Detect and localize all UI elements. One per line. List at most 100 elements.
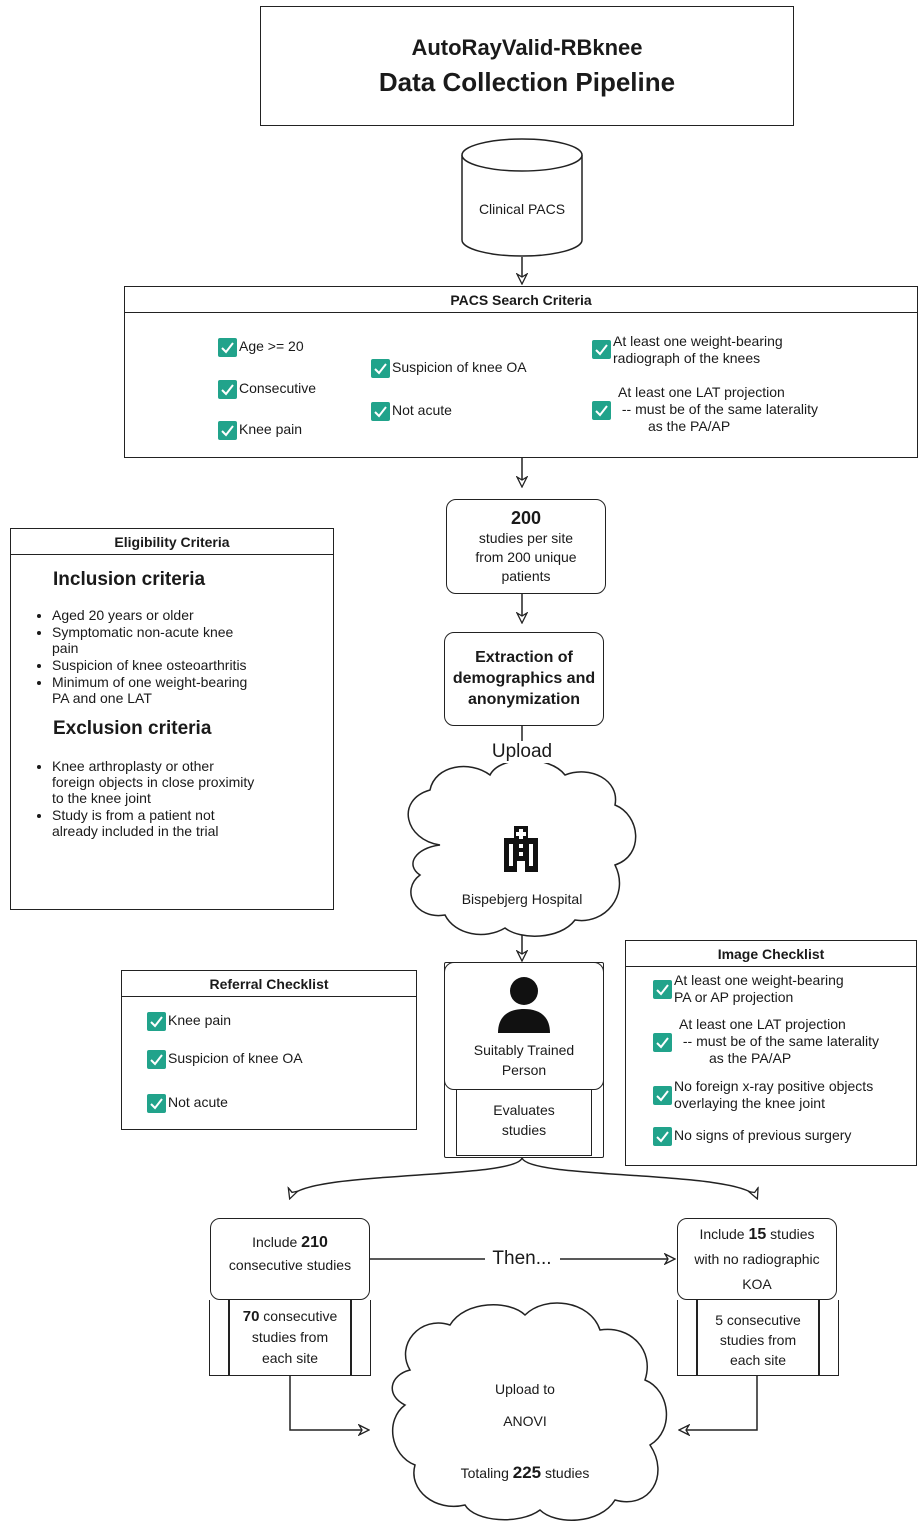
referral-item-not-acute: Not acute — [147, 1094, 228, 1113]
left-subprocess-side-right — [351, 1300, 371, 1376]
eligibility-criteria-panel: Eligibility Criteria Inclusion criteria … — [10, 528, 334, 910]
criteria-text: -- must be of the same laterality — [618, 401, 818, 417]
checkbox-checked-icon — [147, 1012, 166, 1031]
arrow-left-to-anovi — [289, 1376, 368, 1430]
extraction-line: demographics and — [452, 670, 596, 687]
criteria-text: as the PA/AP — [648, 418, 731, 434]
include-count: 210 — [301, 1234, 328, 1251]
right-subprocess-box: 5 consecutive studies from each site — [697, 1300, 819, 1376]
then-label: Then... — [492, 1248, 552, 1269]
criteria-text: Age >= 20 — [239, 338, 304, 354]
list-item: Aged 20 years or older — [52, 607, 333, 623]
image-text: At least one LAT projection — [679, 1016, 846, 1032]
checkbox-checked-icon — [653, 1033, 672, 1052]
person-label: Person — [501, 1062, 547, 1078]
exclusion-title: Exclusion criteria — [53, 718, 212, 739]
criteria-text: Suspicion of knee OA — [392, 359, 527, 375]
arrow-right-to-anovi — [680, 1376, 758, 1430]
referral-checklist-header: Referral Checklist — [122, 971, 416, 997]
criteria-item-not-acute: Not acute — [371, 402, 452, 421]
inclusion-list: Aged 20 years or older Symptomatic non-a… — [33, 607, 333, 706]
checkbox-checked-icon — [371, 402, 390, 421]
criteria-text: Knee pain — [239, 421, 303, 437]
anovi-total-text: Totaling — [460, 1465, 513, 1481]
referral-item-knee-pain: Knee pain — [147, 1012, 231, 1031]
include-210-box: Include 210 consecutive studies — [210, 1218, 370, 1300]
image-checklist-panel: Image Checklist — [625, 940, 917, 1166]
image-text: -- must be of the same laterality — [679, 1033, 879, 1049]
criteria-text: Not acute — [392, 402, 452, 418]
criteria-text: At least one LAT projection — [618, 384, 785, 400]
referral-text: Knee pain — [168, 1012, 232, 1028]
referral-item-suspicion-oa: Suspicion of knee OA — [147, 1050, 303, 1069]
arrow-person-to-left — [290, 1157, 523, 1198]
image-text: At least one weight-bearing — [674, 972, 844, 988]
checkbox-checked-icon — [653, 1127, 672, 1146]
checkbox-checked-icon — [218, 380, 237, 399]
include-15-box: Include 15 studies with no radiographic … — [677, 1218, 837, 1300]
anovi-cloud-text: Upload to ANOVI Totaling 225 studies — [440, 1373, 610, 1489]
evaluates-studies-box: Evaluates studies — [456, 1090, 592, 1156]
person-box: Suitably Trained Person — [444, 962, 604, 1090]
checkbox-checked-icon — [592, 401, 611, 420]
criteria-item-consecutive: Consecutive — [218, 380, 316, 399]
image-text: PA or AP projection — [674, 989, 794, 1005]
extraction-box: Extraction of demographics and anonymiza… — [444, 632, 604, 726]
hospital-label: Bispebjerg Hospital — [461, 891, 583, 907]
checkbox-checked-icon — [218, 421, 237, 440]
sub-count: 70 — [242, 1308, 260, 1325]
criteria-text: Consecutive — [239, 380, 317, 396]
include-text: with no radiographic — [694, 1251, 820, 1267]
include-text: Include — [699, 1226, 749, 1242]
include-text: consecutive studies — [228, 1257, 352, 1273]
studies-per-site-box: 200 studies per site from 200 unique pat… — [446, 499, 606, 594]
include-text: studies — [766, 1226, 815, 1242]
checkbox-checked-icon — [371, 359, 390, 378]
arrow-person-to-right — [521, 1157, 757, 1198]
pacs-db-label: Clinical PACS — [478, 201, 566, 217]
referral-text: Not acute — [168, 1094, 228, 1110]
checkbox-checked-icon — [147, 1094, 166, 1113]
studies-count: 200 — [510, 508, 542, 528]
sub-text: studies from — [251, 1329, 329, 1345]
image-text: No signs of previous surgery — [674, 1127, 852, 1143]
criteria-text: radiograph of the knees — [613, 350, 761, 366]
title-box: AutoRayValid-RBknee Data Collection Pipe… — [260, 6, 794, 126]
upload-label: Upload — [472, 741, 572, 763]
image-text: overlaying the knee joint — [674, 1095, 825, 1111]
checkbox-checked-icon — [653, 1086, 672, 1105]
sub-text: each site — [261, 1350, 319, 1366]
include-text: KOA — [742, 1276, 772, 1292]
criteria-item-lat-projection: At least one LAT projection -- must be o… — [592, 384, 818, 435]
right-subprocess-side-right — [819, 1300, 839, 1376]
person-label: Suitably Trained — [473, 1042, 575, 1058]
anovi-total-count: 225 — [512, 1463, 542, 1482]
pacs-search-criteria-panel: PACS Search Criteria — [124, 286, 918, 458]
studies-line: from 200 unique — [475, 549, 577, 565]
include-text: Include — [252, 1234, 302, 1250]
left-subprocess-box: 70 consecutive studies from each site — [229, 1300, 351, 1376]
include-count: 15 — [748, 1226, 767, 1243]
criteria-item-knee-pain: Knee pain — [218, 421, 302, 440]
right-subprocess-side-left — [677, 1300, 697, 1376]
image-text: No foreign x-ray positive objects — [674, 1078, 874, 1094]
criteria-item-age: Age >= 20 — [218, 338, 304, 357]
left-subprocess-side-left — [209, 1300, 229, 1376]
anovi-line: ANOVI — [503, 1413, 547, 1429]
image-item-lat-projection: At least one LAT projection -- must be o… — [653, 1016, 879, 1067]
checkbox-checked-icon — [147, 1050, 166, 1069]
checkbox-checked-icon — [218, 338, 237, 357]
criteria-item-suspicion-oa: Suspicion of knee OA — [371, 359, 527, 378]
person-icon — [494, 969, 554, 1040]
sub-text: consecutive — [259, 1308, 338, 1324]
sub-text: 5 consecutive — [715, 1312, 801, 1328]
title-line2: Data Collection Pipeline — [378, 67, 676, 97]
studies-line: studies per site — [478, 530, 574, 546]
